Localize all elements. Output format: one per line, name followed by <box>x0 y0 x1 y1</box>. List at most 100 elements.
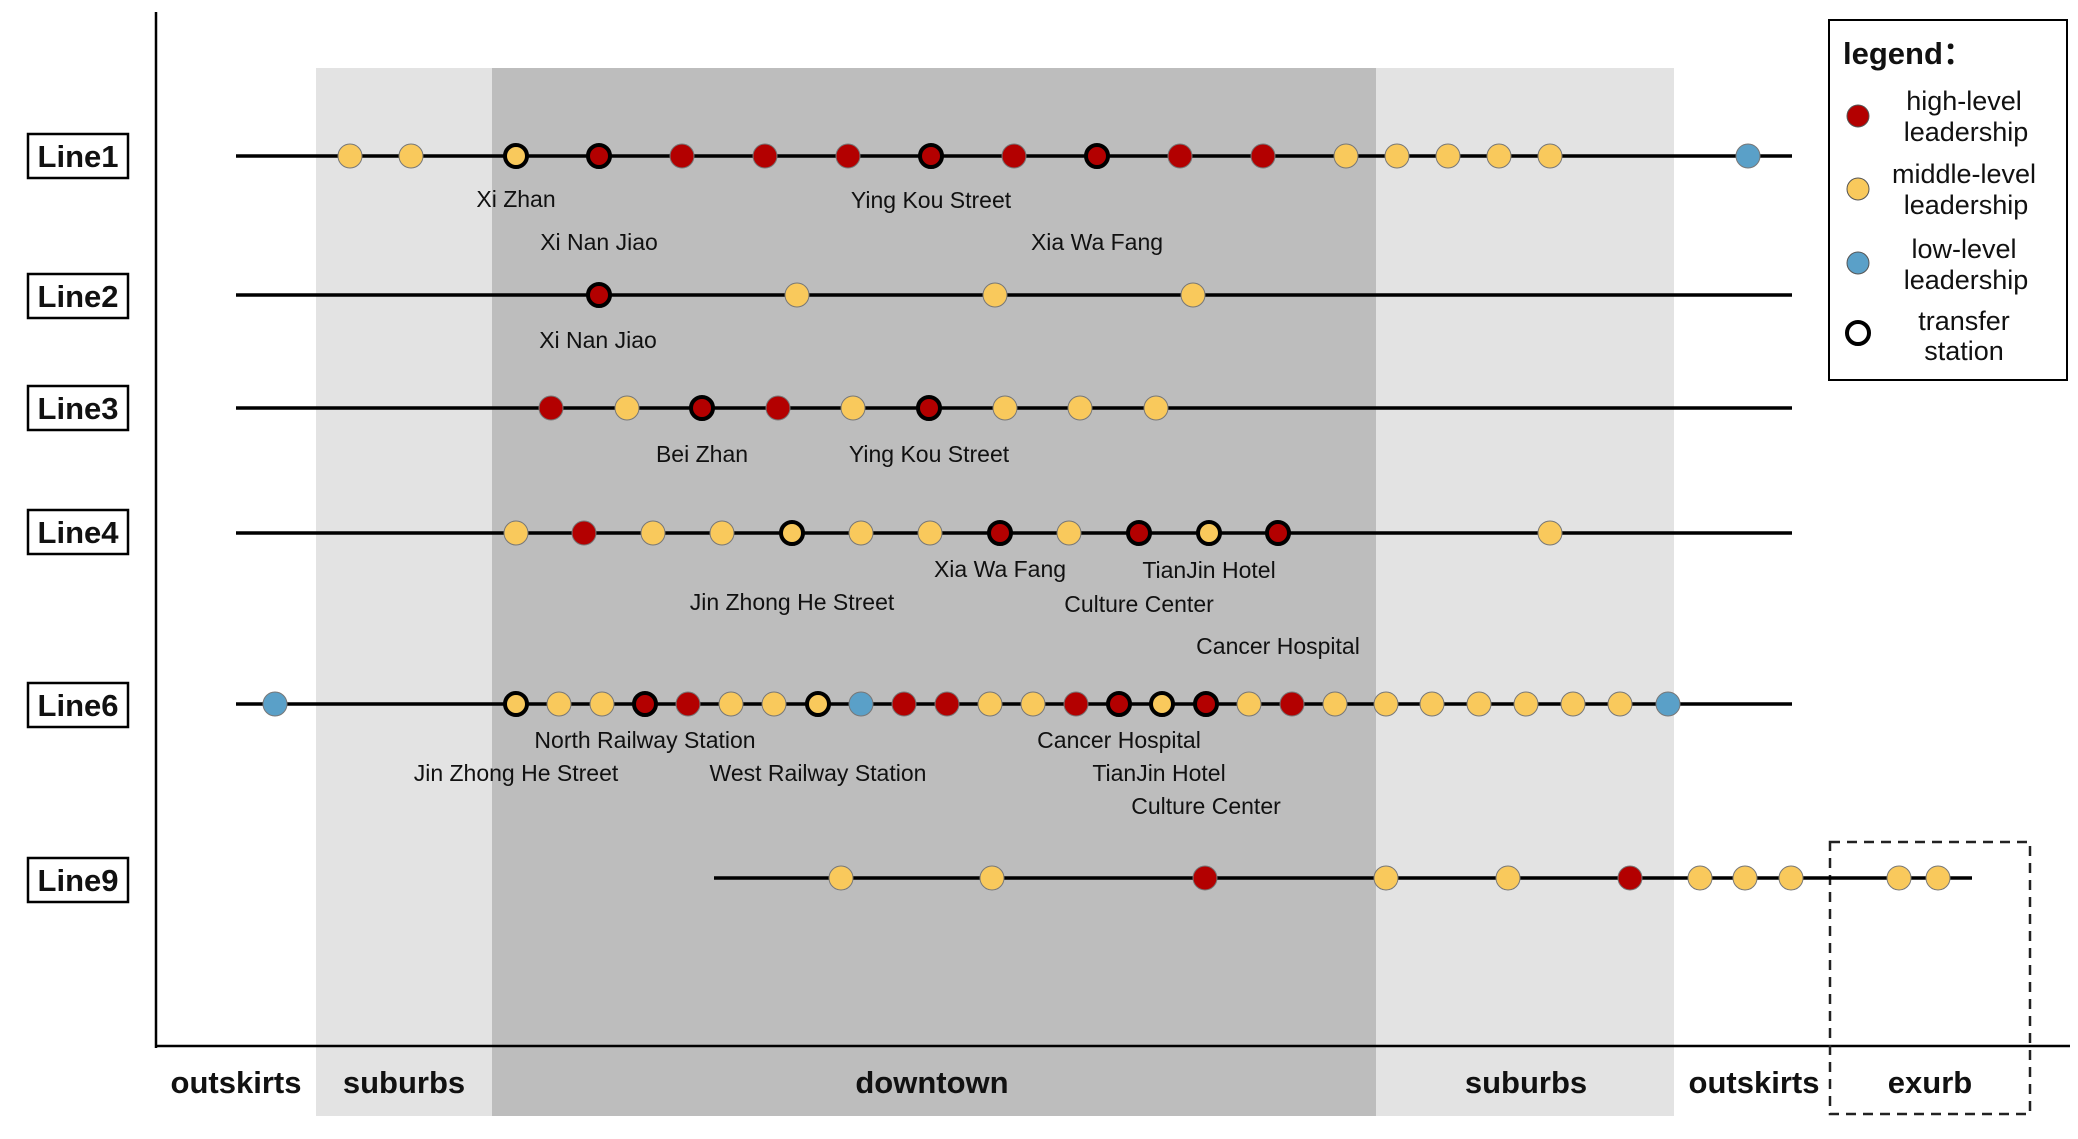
station-name-xi-nan-jiao: Xi Nan Jiao <box>539 327 657 353</box>
legend-middle-label-2: leadership <box>1904 190 2029 220</box>
station-marker-line1-12 <box>1250 143 1276 169</box>
station-marker-line6-7 <box>718 691 744 717</box>
station-marker-line4-8 <box>987 520 1013 546</box>
station-marker-line9-3 <box>1192 865 1218 891</box>
line-label-line4: Line4 <box>38 515 120 550</box>
station-marker-line9-8 <box>1732 865 1758 891</box>
station-marker-line6-24 <box>1466 691 1492 717</box>
station-name-cancer-hospital: Cancer Hospital <box>1037 727 1201 753</box>
station-marker-line3-3 <box>689 395 715 421</box>
station-marker-line1-7 <box>835 143 861 169</box>
station-marker-line2-4 <box>1180 282 1206 308</box>
station-marker-line6-5 <box>632 691 658 717</box>
station-marker-line9-10 <box>1886 865 1912 891</box>
legend-high-marker <box>1846 104 1870 128</box>
station-marker-line4-2 <box>571 520 597 546</box>
zone-downtown-bg <box>492 68 1376 1116</box>
station-marker-line1-3 <box>503 143 529 169</box>
station-marker-line6-19 <box>1236 691 1262 717</box>
station-marker-line6-1 <box>262 691 288 717</box>
station-marker-line2-3 <box>982 282 1008 308</box>
station-marker-line1-5 <box>669 143 695 169</box>
station-marker-line6-6 <box>675 691 701 717</box>
station-marker-line6-21 <box>1322 691 1348 717</box>
legend-middle-marker <box>1846 177 1870 201</box>
station-marker-line6-18 <box>1193 691 1219 717</box>
station-marker-line4-10 <box>1126 520 1152 546</box>
station-marker-line6-11 <box>891 691 917 717</box>
station-name-ying-kou-street: Ying Kou Street <box>851 187 1012 213</box>
station-marker-line3-2 <box>614 395 640 421</box>
legend-high-label-1: high-level <box>1906 86 2022 116</box>
station-marker-line9-2 <box>979 865 1005 891</box>
station-marker-line1-4 <box>586 143 612 169</box>
zone-label-suburbs-right: suburbs <box>1465 1065 1587 1100</box>
station-marker-line4-4 <box>709 520 735 546</box>
station-markers <box>262 143 1951 891</box>
station-marker-line3-9 <box>1143 395 1169 421</box>
station-marker-line1-2 <box>398 143 424 169</box>
station-marker-line6-3 <box>546 691 572 717</box>
legend-low-label-2: leadership <box>1904 265 2029 295</box>
legend-low-label-1: low-level <box>1911 234 2016 264</box>
station-marker-line6-28 <box>1655 691 1681 717</box>
station-marker-line3-1 <box>538 395 564 421</box>
station-marker-line4-1 <box>503 520 529 546</box>
station-marker-line6-12 <box>934 691 960 717</box>
station-marker-line9-4 <box>1373 865 1399 891</box>
station-marker-line2-1 <box>586 282 612 308</box>
line-label-box <box>26 508 130 556</box>
station-marker-line1-15 <box>1435 143 1461 169</box>
station-marker-line9-7 <box>1687 865 1713 891</box>
zone-label-downtown: downtown <box>855 1065 1008 1100</box>
station-marker-line1-10 <box>1084 143 1110 169</box>
legend-low-marker <box>1846 251 1870 275</box>
station-name-culture-center: Culture Center <box>1064 591 1214 617</box>
station-name-xi-nan-jiao: Xi Nan Jiao <box>540 229 658 255</box>
station-marker-line1-11 <box>1167 143 1193 169</box>
zone-label-suburbs-left: suburbs <box>343 1065 465 1100</box>
line-label-box <box>26 132 130 180</box>
station-marker-line4-13 <box>1537 520 1563 546</box>
station-name-cancer-hospital: Cancer Hospital <box>1196 633 1360 659</box>
legend-box <box>1828 19 2068 381</box>
legend-transfer-label-1: transfer <box>1918 306 2010 336</box>
line-labels: Line1 Line2 Line3 Line4 Line6 Line9 <box>26 132 130 904</box>
station-marker-line3-5 <box>840 395 866 421</box>
station-name-bei-zhan: Bei Zhan <box>656 441 748 467</box>
station-marker-line6-23 <box>1419 691 1445 717</box>
station-name-north-railway-station: North Railway Station <box>534 727 755 753</box>
station-marker-line6-22 <box>1373 691 1399 717</box>
zone-labels: outskirts suburbs downtown suburbs outsk… <box>171 1065 1973 1100</box>
line-label-line3: Line3 <box>38 391 119 426</box>
zone-suburbs-right-bg <box>1376 68 1674 1116</box>
station-marker-line1-14 <box>1384 143 1410 169</box>
line-label-line2: Line2 <box>38 279 119 314</box>
station-marker-line9-5 <box>1495 865 1521 891</box>
zone-backgrounds <box>316 68 1674 1116</box>
station-marker-line1-18 <box>1735 143 1761 169</box>
station-marker-line3-4 <box>765 395 791 421</box>
line-label-box <box>26 681 130 729</box>
station-marker-line6-25 <box>1513 691 1539 717</box>
station-marker-line9-1 <box>828 865 854 891</box>
legend-high-label-2: leadership <box>1904 117 2029 147</box>
station-marker-line1-9 <box>1001 143 1027 169</box>
station-marker-line6-16 <box>1106 691 1132 717</box>
station-marker-line6-10 <box>848 691 874 717</box>
station-name-tianjin-hotel: TianJin Hotel <box>1142 557 1275 583</box>
exurb-dashed-box <box>1828 840 2032 1116</box>
station-marker-line6-13 <box>977 691 1003 717</box>
line-label-box <box>26 272 130 320</box>
zone-label-outskirts-right: outskirts <box>1689 1065 1820 1100</box>
station-marker-line6-4 <box>589 691 615 717</box>
station-marker-line6-9 <box>805 691 831 717</box>
station-marker-line3-8 <box>1067 395 1093 421</box>
station-marker-line6-15 <box>1063 691 1089 717</box>
line-label-line6: Line6 <box>38 688 119 723</box>
station-marker-line9-9 <box>1778 865 1804 891</box>
station-marker-line3-6 <box>916 395 942 421</box>
legend-transfer-marker <box>1845 320 1871 346</box>
legend-middle-label-1: middle-level <box>1892 159 2036 189</box>
